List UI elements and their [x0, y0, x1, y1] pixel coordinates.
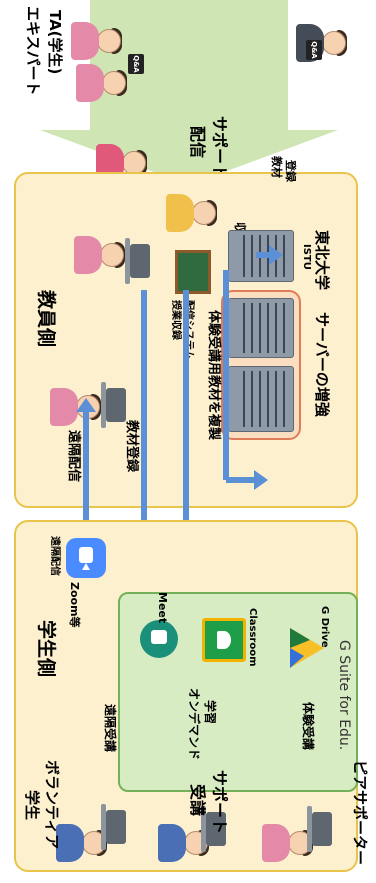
peer-supporter-label: ピアサポーター	[351, 760, 369, 866]
student-remote-delivery-label: 遠隔配信	[49, 536, 60, 576]
volunteer-label-2: ボランティア	[43, 760, 61, 850]
zoom-camera-icon	[66, 538, 106, 578]
drive-triangle-icon	[286, 626, 326, 670]
meet-label: Meet	[156, 592, 169, 624]
classroom-label: Classroom	[247, 608, 258, 667]
attendance-support-label-2: サポート	[210, 770, 229, 835]
remote-delivery-label: 遠隔配信	[66, 430, 81, 483]
classroom-board-icon	[202, 618, 246, 662]
gdrive-label: G Drive	[319, 606, 330, 648]
student-title: 学生側	[35, 620, 57, 678]
material-register-flow-label: 教材登録	[124, 420, 139, 473]
volunteer-label-1: 学生	[23, 790, 41, 821]
meet-camera-icon	[140, 620, 178, 658]
zoom-label: Zoom等	[68, 582, 81, 628]
attendance-support-label-1: 受講	[188, 784, 207, 817]
copy-experience-label: 体験受講用教材を複製	[206, 310, 221, 441]
